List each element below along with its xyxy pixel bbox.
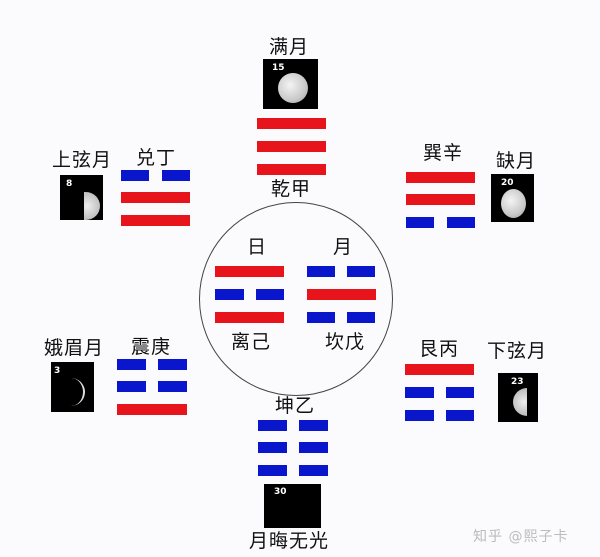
yin-line [258,442,287,453]
trigram-kan-label: 坎戊 [325,331,366,353]
moon-label: 月 [333,236,354,258]
yang-line [121,215,190,226]
yang-line [257,141,326,152]
yin-line [307,312,335,323]
crescent-moon-label: 娥眉月 [44,337,105,359]
crescent-moon-image: 3 [51,362,94,412]
moon-day-number: 30 [274,487,287,497]
moon-disc-icon [278,73,308,103]
new-moon-image: 30 [264,484,321,528]
yang-line [257,164,326,175]
half-moon-icon [84,192,100,220]
yin-line [299,465,328,476]
yin-line [256,289,284,300]
yin-line [158,359,187,370]
yang-line [257,118,326,129]
yang-line [405,364,474,375]
yin-line [307,266,335,277]
yin-line [215,289,244,300]
yin-line [258,420,287,431]
yin-line [258,465,287,476]
yin-line [347,312,375,323]
yin-line [446,410,474,421]
yin-line [299,420,328,431]
yang-line [406,172,475,183]
yin-line [447,217,475,228]
yin-line [299,442,328,453]
watermark: 知乎 @熙子卡 [473,529,569,545]
yin-line [347,266,375,277]
trigram-dui-label: 兑丁 [136,147,177,169]
moon-day-number: 3 [54,366,61,376]
yang-line [117,404,187,415]
yin-line [158,381,187,392]
last-quarter-label: 下弦月 [487,340,548,362]
moon-day-number: 15 [272,63,285,73]
yin-line [446,387,474,398]
trigram-kun-label: 坤乙 [275,395,316,417]
moon-disc-icon [501,189,526,218]
trigram-xun-label: 巽辛 [423,142,464,164]
last-quarter-moon-image: 23 [498,373,538,422]
trigram-li-label: 离己 [231,331,272,353]
full-moon-image: 15 [263,59,318,109]
trigram-gen-label: 艮丙 [419,338,460,360]
trigram-qian-label: 乾甲 [271,178,312,200]
yin-line [405,410,434,421]
yin-line [162,170,190,181]
sun-label: 日 [247,236,268,258]
moon-day-number: 8 [66,179,73,189]
trigram-zhen-label: 震庚 [131,336,172,358]
first-quarter-label: 上弦月 [52,149,113,171]
yang-line [406,194,475,205]
sun-moon-circle [199,202,393,396]
yin-line [405,387,434,398]
crescent-icon [69,378,85,406]
yang-line [215,312,284,323]
yin-line [117,359,146,370]
waning-moon-image: 20 [491,174,534,222]
yin-line [117,381,146,392]
yang-line [121,192,190,203]
moon-day-number: 20 [501,178,514,188]
waning-moon-label: 缺月 [496,150,537,172]
first-quarter-moon-image: 8 [60,175,103,220]
yang-line [215,266,284,277]
yang-line [307,289,376,300]
yin-line [406,217,434,228]
new-moon-label: 月晦无光 [249,530,330,552]
full-moon-label: 满月 [269,36,310,58]
moon-day-number: 23 [511,377,524,387]
half-moon-icon [513,388,527,416]
yin-line [121,170,149,181]
